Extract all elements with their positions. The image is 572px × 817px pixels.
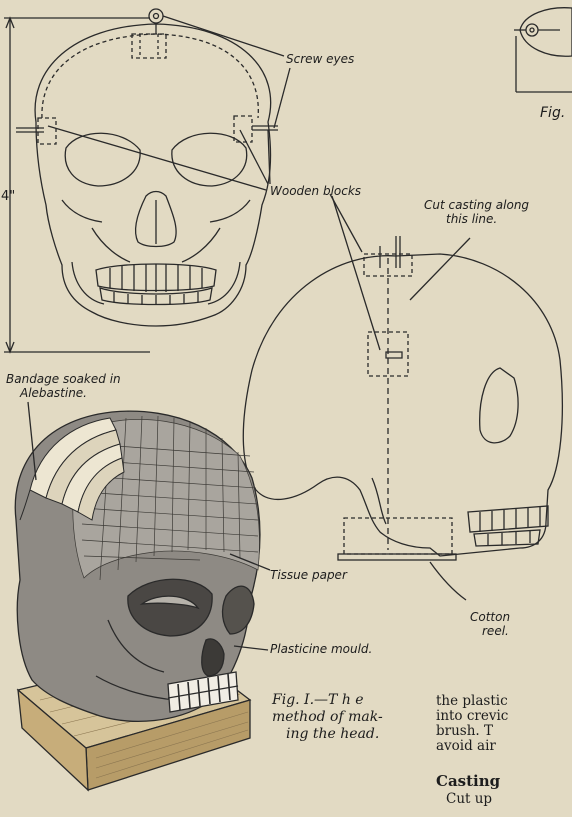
body-text-line-2: into crevic [436, 709, 508, 724]
figure-caption-line-3: ing the head. [286, 726, 379, 742]
tissue-paper-label: Tissue paper [270, 568, 347, 582]
body-text-line-3: brush. T [436, 724, 493, 739]
front-skull-view [16, 9, 278, 326]
top-screw-eye [149, 9, 163, 23]
side-wooden-block-bottom [344, 518, 452, 554]
bandage-label-2: Alebastine. [20, 386, 87, 400]
cotton-reel-label-2: reel. [482, 624, 509, 638]
dimension-label: 4" [1, 190, 15, 204]
cotton-reel-label: Cotton [470, 610, 510, 624]
body-text-line-1: the plastic [436, 694, 508, 709]
wooden-block-left [38, 118, 56, 144]
wooden-block-top [132, 34, 166, 58]
figure-caption-line-2: method of mak- [272, 709, 383, 725]
front-leader-lines [48, 16, 290, 190]
side-skull-view [243, 236, 562, 560]
bandage-label: Bandage soaked in [6, 372, 121, 386]
partial-figure-top-right [514, 8, 572, 92]
plasticine-mould-label: Plasticine mould. [270, 642, 372, 656]
rendered-head [15, 411, 260, 790]
partial-fig-label: Fig. [540, 106, 565, 120]
right-eye-socket [172, 133, 247, 186]
section-heading: Casting [436, 772, 500, 790]
wooden-blocks-label: Wooden blocks [270, 184, 361, 198]
wooden-block-right [234, 116, 252, 142]
left-eye-socket [65, 133, 140, 186]
figure-caption-line-1: Fig. I.—T h e [272, 692, 364, 708]
body-text-line-4: avoid air [436, 739, 496, 754]
cut-casting-label-2: this line. [446, 212, 497, 226]
body-text-line-5: Cut up [446, 792, 492, 807]
screw-eyes-label: Screw eyes [286, 52, 354, 66]
cranium-dashed-outline [42, 34, 258, 118]
side-cranium-outline [243, 254, 562, 556]
cut-casting-label: Cut casting along [424, 198, 529, 212]
